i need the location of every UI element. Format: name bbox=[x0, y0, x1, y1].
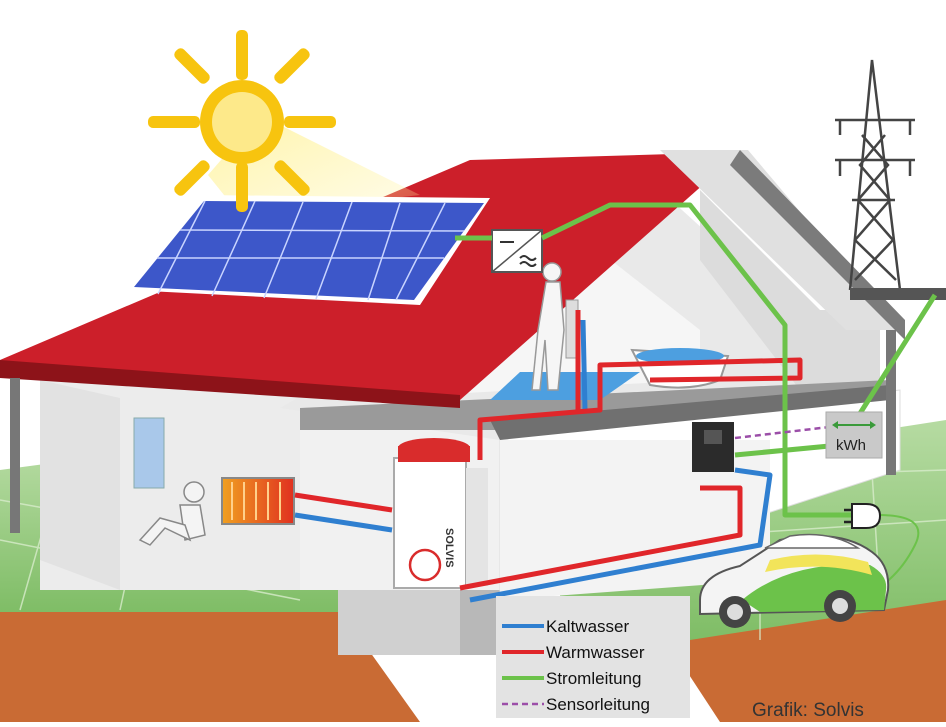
legend-item-power-line: Stromleitung bbox=[502, 669, 641, 688]
solvis-storage-tank: SOLVIS bbox=[393, 438, 488, 589]
legend-item-warm-water: Warmwasser bbox=[502, 643, 645, 662]
sensor-line bbox=[734, 424, 839, 440]
legend-item-cold-water: Kaltwasser bbox=[502, 617, 629, 636]
kwh-meter: kWh bbox=[825, 411, 883, 459]
warm-water-line bbox=[294, 310, 803, 591]
power-pylon-icon bbox=[835, 59, 915, 291]
cold-water-line bbox=[294, 319, 773, 603]
floor-slab bbox=[300, 380, 890, 430]
soil-left bbox=[0, 610, 420, 722]
window bbox=[133, 417, 165, 489]
ev-plug-icon bbox=[844, 503, 882, 529]
legend-label: Warmwasser bbox=[546, 643, 645, 662]
kwh-meter-label: kWh bbox=[836, 437, 866, 454]
legend-label: Stromleitung bbox=[546, 669, 641, 688]
sun-icon bbox=[148, 30, 336, 212]
boiler-brand-label: SOLVIS bbox=[443, 528, 455, 568]
person-showering-icon bbox=[531, 262, 565, 391]
solar-panel-array bbox=[128, 195, 490, 305]
legend: Kaltwasser Warmwasser Stromleitung Senso… bbox=[496, 596, 690, 718]
radiator bbox=[221, 477, 295, 525]
electric-car-icon bbox=[699, 533, 890, 628]
legend-label: Sensorleitung bbox=[546, 695, 650, 714]
house-walls bbox=[40, 380, 901, 601]
legend-item-sensor-line: Sensorleitung bbox=[502, 695, 650, 714]
inverter-icon bbox=[491, 229, 543, 273]
energy-manager-unit bbox=[692, 422, 734, 472]
person-sitting-icon bbox=[138, 481, 206, 546]
legend-label: Kaltwasser bbox=[546, 617, 629, 636]
image-credit: Grafik: Solvis bbox=[752, 700, 864, 721]
